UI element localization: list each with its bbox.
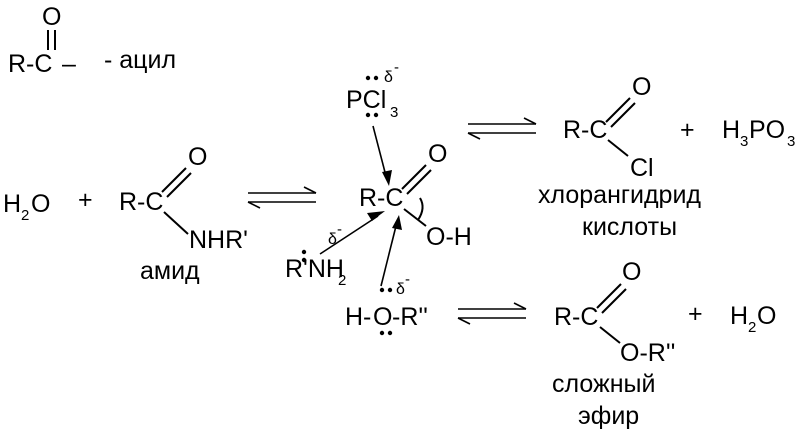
center-oh-bond	[403, 208, 427, 227]
acyl-definition: O R-C – - ацил	[8, 3, 176, 78]
equilibrium-arrows-2	[467, 117, 537, 140]
acid-chloride-cl: Cl	[630, 154, 654, 182]
amine-attack-arrow	[319, 215, 379, 255]
amide-n-bond	[163, 211, 189, 235]
water-right-o: O	[757, 302, 776, 330]
acyl-group: R-C	[8, 50, 52, 78]
water-right-subscript: 2	[748, 319, 756, 336]
amide-name: амид	[140, 257, 200, 285]
h3po3-subscript-a: 3	[740, 133, 748, 150]
central-carbonyl: O R-C O-H	[359, 140, 472, 251]
acyl-label: - ацил	[104, 46, 176, 74]
center-double-bond-b	[406, 169, 432, 195]
center-bond-break-mark	[417, 197, 424, 221]
pcl3-delta-minus: -	[394, 59, 399, 76]
acid-chloride-double-bond-a	[605, 97, 631, 123]
amide-group: R-C	[119, 188, 163, 216]
alcohol-r: -R''	[392, 303, 428, 331]
amine-reagent: δ - R'NH 2	[285, 211, 385, 289]
water-right-h: H	[730, 302, 748, 330]
amide-nhr: NHR'	[189, 226, 248, 254]
center-group: R-C	[359, 184, 403, 212]
ester-double-bond-a	[596, 283, 622, 309]
pcl3-reagent: δ - PCl 3	[346, 59, 399, 186]
alcohol-attack-arrow	[380, 221, 398, 287]
plus-sign-3: +	[688, 300, 703, 328]
center-oxygen: O	[428, 140, 447, 168]
phosphorous-acid: H 3 PO 3	[722, 116, 795, 150]
center-oh: O-H	[426, 223, 472, 251]
h3po3-po: PO	[749, 116, 785, 144]
h3po3-h: H	[722, 116, 740, 144]
ester-name-line1: сложный	[552, 370, 655, 398]
amide-oxygen: O	[188, 143, 207, 171]
alcohol-h: H-	[345, 303, 371, 331]
water-left: H 2 O	[3, 190, 50, 224]
water-left-h: H	[3, 190, 21, 218]
amine-formula: R'NH	[285, 255, 344, 283]
acid-chloride-oxygen: O	[632, 73, 651, 101]
ester-or-bond	[599, 326, 621, 344]
acid-chloride-name-line2: кислоты	[582, 213, 677, 241]
ester-structure: O R-C O-R'' сложный эфир	[552, 258, 675, 430]
equilibrium-arrows-3	[457, 302, 527, 325]
pcl3-delta: δ	[384, 69, 393, 86]
pcl3-subscript: 3	[390, 104, 398, 121]
h3po3-subscript-b: 3	[787, 133, 795, 150]
acid-chloride-group: R-C	[563, 116, 607, 144]
ester-oxygen: O	[622, 258, 641, 286]
acid-chloride-structure: O R-C Cl хлорангидрид кислоты	[538, 73, 701, 241]
water-left-o: O	[31, 190, 50, 218]
acid-chloride-double-bond-b	[610, 102, 636, 128]
amine-subscript: 2	[338, 272, 346, 289]
alcohol-delta-minus: -	[405, 271, 410, 288]
amide-double-bond-b	[166, 172, 192, 198]
ester-or: O-R''	[620, 339, 675, 367]
ester-name-line2: эфир	[578, 402, 639, 430]
water-left-subscript: 2	[21, 207, 29, 224]
pcl3-attack-arrow	[372, 125, 388, 181]
ester-double-bond-b	[601, 288, 627, 314]
equilibrium-arrows-1	[247, 186, 317, 209]
acyl-dash: –	[62, 50, 76, 78]
alcohol-delta: δ	[396, 281, 405, 298]
acid-chloride-cl-bond	[607, 139, 629, 157]
center-double-bond-a	[401, 164, 427, 190]
acyl-oxygen: O	[42, 3, 61, 31]
pcl3-formula: PCl	[346, 86, 386, 114]
water-right: H 2 O	[730, 302, 776, 336]
amide-double-bond-a	[161, 167, 187, 193]
alcohol-o: O	[373, 303, 392, 331]
plus-sign-2: +	[680, 116, 695, 144]
amine-delta: δ	[328, 231, 337, 248]
plus-sign-1: +	[78, 186, 93, 214]
ester-group: R-C	[554, 303, 598, 331]
alcohol-reagent: δ - H- O -R''	[345, 215, 428, 336]
amide-structure: O R-C NHR' амид	[119, 143, 248, 285]
acid-chloride-name-line1: хлорангидрид	[538, 181, 701, 209]
amine-delta-minus: -	[337, 221, 342, 238]
